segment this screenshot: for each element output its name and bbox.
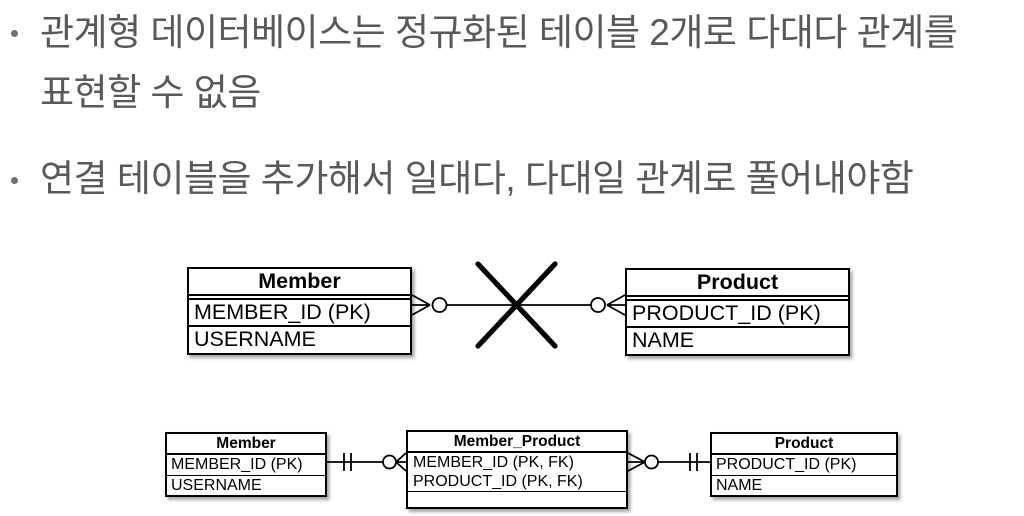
crows-foot-many-icon bbox=[395, 452, 407, 472]
er-table-member-product: Member_Product MEMBER_ID (PK, FK) PRODUC… bbox=[406, 430, 628, 509]
relationship-many-to-one bbox=[627, 452, 710, 472]
er-table-row: PRODUCT_ID (PK) bbox=[712, 455, 896, 476]
bullet-icon bbox=[11, 30, 18, 37]
er-table-title: Member_Product bbox=[408, 432, 626, 453]
crows-foot-many-icon bbox=[627, 452, 646, 472]
header-separator bbox=[627, 297, 848, 299]
relationship-many-to-many bbox=[411, 261, 626, 349]
er-table-row: NAME bbox=[632, 328, 695, 352]
optional-circle-icon bbox=[644, 454, 659, 470]
er-table-row: NAME bbox=[716, 476, 763, 494]
bullet-line: 표현할 수 없음 bbox=[40, 72, 261, 113]
er-table-row: USERNAME bbox=[171, 476, 262, 494]
er-table-title: Member bbox=[189, 269, 410, 296]
bullet-icon bbox=[11, 177, 18, 184]
er-table-row: PRODUCT_ID (PK) bbox=[627, 298, 848, 328]
er-table-member-bottom: Member MEMBER_ID (PK) USERNAME bbox=[165, 432, 327, 497]
header-separator bbox=[189, 296, 410, 298]
er-table-title: Product bbox=[627, 270, 848, 297]
bullet-line: 연결 테이블을 추가해서 일대다, 다대일 관계로 풀어내야함 bbox=[40, 158, 914, 199]
er-table-row: PRODUCT_ID (PK, FK) bbox=[413, 473, 583, 490]
bullet-line: 관계형 데이터베이스는 정규화된 테이블 2개로 다대다 관계를 bbox=[40, 12, 958, 53]
er-table-row: MEMBER_ID (PK) bbox=[167, 455, 325, 476]
optional-circle-icon bbox=[382, 454, 397, 470]
one-tick-icon bbox=[343, 453, 352, 471]
relationship-one-to-many bbox=[327, 452, 407, 472]
bullet-text-2: 연결 테이블을 추가해서 일대다, 다대일 관계로 풀어내야함 bbox=[40, 149, 914, 209]
er-table-row: MEMBER_ID (PK) bbox=[189, 297, 410, 327]
cross-out-x-icon bbox=[475, 261, 558, 349]
crows-foot-many-icon bbox=[411, 294, 431, 316]
er-table-title: Member bbox=[167, 434, 325, 455]
optional-circle-icon bbox=[431, 297, 448, 313]
er-table-cell: MEMBER_ID (PK, FK) PRODUCT_ID (PK, FK) bbox=[408, 453, 626, 492]
er-table-row: MEMBER_ID (PK, FK) bbox=[413, 454, 574, 471]
bullet-text-1: 관계형 데이터베이스는 정규화된 테이블 2개로 다대다 관계를 표현할 수 없… bbox=[40, 3, 958, 123]
optional-circle-icon bbox=[590, 297, 606, 313]
one-tick-icon bbox=[689, 453, 698, 471]
er-table-member-top: Member MEMBER_ID (PK) USERNAME bbox=[187, 267, 412, 355]
crows-foot-many-icon bbox=[606, 294, 626, 316]
er-table-empty-row bbox=[408, 492, 626, 507]
er-table-title: Product bbox=[712, 434, 896, 455]
er-table-product-top: Product PRODUCT_ID (PK) NAME bbox=[625, 268, 850, 356]
er-table-product-bottom: Product PRODUCT_ID (PK) NAME bbox=[710, 432, 898, 497]
er-table-row: USERNAME bbox=[194, 327, 316, 351]
